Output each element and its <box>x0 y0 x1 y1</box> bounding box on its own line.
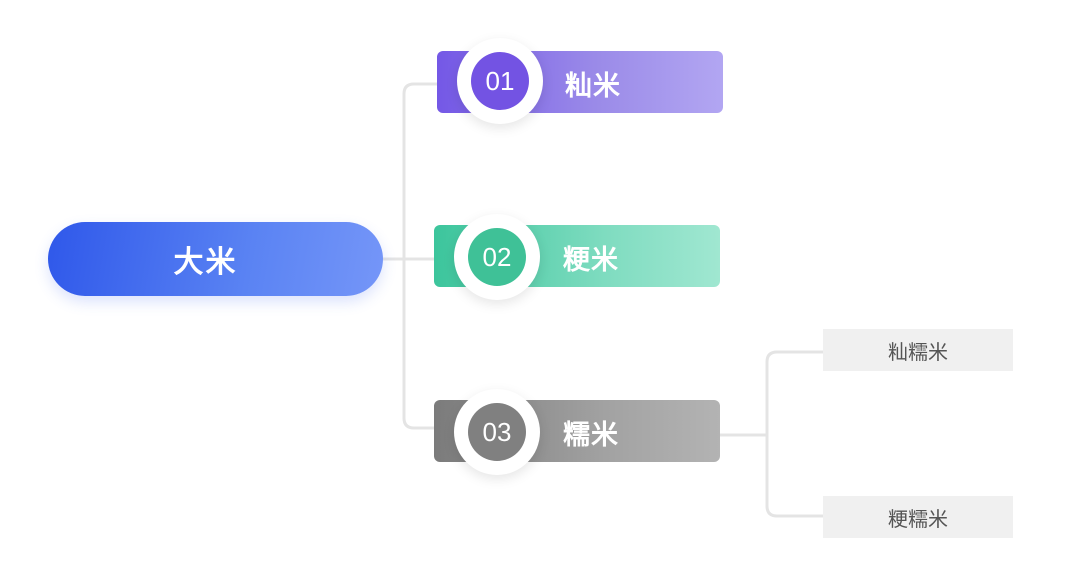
number-badge-2: 02 <box>468 228 526 286</box>
badge-ring-3: 03 <box>454 389 540 475</box>
leaf-node-1: 籼糯米 <box>823 329 1013 371</box>
number-badge-1: 01 <box>471 52 529 110</box>
connector-leaf-trunk <box>765 350 825 518</box>
number-badge-3: 03 <box>468 403 526 461</box>
branch-label-1: 籼米 <box>565 71 621 102</box>
branch-label-3: 糯米 <box>563 420 619 451</box>
root-label: 大米 <box>173 245 238 280</box>
connector-trunk <box>402 82 439 430</box>
badge-ring-1: 01 <box>457 38 543 124</box>
branch-label-2: 粳米 <box>563 245 619 276</box>
badge-ring-2: 02 <box>454 214 540 300</box>
root-node: 大米 <box>48 222 383 296</box>
leaf-node-2: 粳糯米 <box>823 496 1013 538</box>
